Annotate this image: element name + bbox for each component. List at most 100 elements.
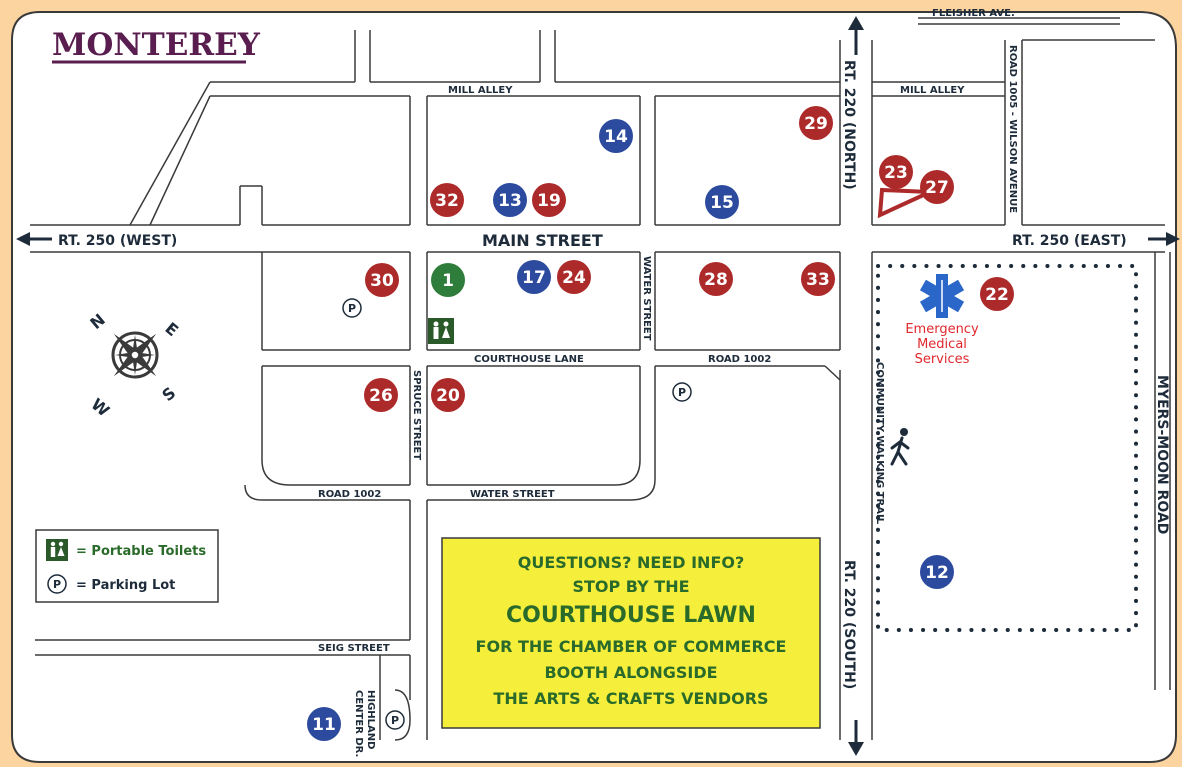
- legend-parking-icon: P: [47, 574, 67, 594]
- marker-label: 13: [498, 191, 522, 211]
- label-road-1002-top: ROAD 1002: [708, 354, 771, 365]
- markers-layer: 14 29 32 13 19 15 23 27 30 1 17 24 28 33 22 26 20 12 11: [307, 106, 1014, 741]
- marker-circle: [431, 378, 465, 412]
- location-marker-30[interactable]: 30: [365, 263, 399, 297]
- marker-label: 24: [562, 268, 586, 288]
- marker-circle: [599, 119, 633, 153]
- location-marker-28[interactable]: 28: [699, 262, 733, 296]
- rt220-north-arrow: [848, 16, 864, 55]
- location-marker-26[interactable]: 26: [364, 378, 398, 412]
- info-line-6: THE ARTS & CRAFTS VENDORS: [493, 689, 768, 708]
- legend-toilet-icon: [46, 539, 68, 561]
- info-line-5: BOOTH ALONGSIDE: [544, 663, 717, 682]
- info-line-1: QUESTIONS? NEED INFO?: [518, 553, 745, 572]
- location-marker-14[interactable]: 14: [599, 119, 633, 153]
- svg-text:P: P: [348, 302, 356, 315]
- marker-label: 17: [522, 268, 546, 288]
- legend-toilets-label: = Portable Toilets: [76, 544, 206, 559]
- svg-text:P: P: [391, 714, 399, 727]
- label-highland-1: HIGHLAND: [365, 690, 376, 749]
- map-frame: [11, 11, 1177, 763]
- map-title: MONTEREY: [52, 27, 261, 63]
- rt250-east-arrow: [1148, 232, 1180, 246]
- location-marker-19[interactable]: 19: [532, 183, 566, 217]
- rt220-south-arrow: [848, 720, 864, 756]
- label-myers-moon-road: MYERS-MOON ROAD: [1154, 375, 1170, 534]
- location-marker-29[interactable]: 29: [799, 106, 833, 140]
- ems-dotted-area: [876, 264, 1138, 632]
- label-road-1005: ROAD 1005 - WILSON AVENUE: [1007, 45, 1018, 213]
- rt250-west-arrow: [16, 232, 52, 246]
- marker-circle: [879, 155, 913, 189]
- label-seig-street: SEIG STREET: [318, 643, 390, 654]
- label-main-street: MAIN STREET: [482, 231, 603, 250]
- location-marker-32[interactable]: 32: [430, 183, 464, 217]
- ems-label-line2: Medical: [917, 337, 967, 352]
- label-community-walking-trail: COMMUNITY WALKING TRAIL: [874, 362, 885, 525]
- svg-text:P: P: [678, 386, 686, 399]
- label-courthouse-lane: COURTHOUSE LANE: [474, 354, 584, 365]
- marker-label: 33: [806, 270, 830, 290]
- marker-label: 29: [804, 114, 828, 134]
- label-highland-2: CENTER DR.: [353, 690, 364, 757]
- marker-label: 19: [537, 191, 561, 211]
- marker-circle: [920, 555, 954, 589]
- marker-label: 30: [370, 271, 394, 291]
- label-water-street-horizontal: WATER STREET: [470, 489, 555, 500]
- label-mill-alley-left: MILL ALLEY: [448, 85, 513, 96]
- marker-label: 26: [369, 386, 393, 406]
- marker-label: 28: [704, 270, 728, 290]
- label-rt250-east: RT. 250 (EAST): [1012, 233, 1127, 249]
- walking-person-icon: [890, 428, 910, 466]
- marker-circle: [307, 707, 341, 741]
- marker-label: 12: [925, 563, 949, 583]
- marker-circle: [430, 183, 464, 217]
- info-line-2: STOP BY THE: [572, 577, 689, 596]
- marker-label: 32: [435, 191, 459, 211]
- parking-lot-icon: P: [385, 710, 405, 730]
- marker-circle: [801, 262, 835, 296]
- parking-lot-icon: P: [672, 382, 692, 402]
- compass-rose-icon: [111, 331, 159, 379]
- marker-23-27-pointer: [877, 187, 931, 219]
- location-marker-17[interactable]: 17: [517, 260, 551, 294]
- location-marker-27[interactable]: 27: [920, 170, 954, 204]
- location-marker-23[interactable]: 23: [879, 155, 913, 189]
- marker-circle: [517, 260, 551, 294]
- marker-circle: [699, 262, 733, 296]
- label-spruce-street: SPRUCE STREET: [411, 370, 422, 460]
- svg-text:P: P: [53, 578, 61, 591]
- info-box: QUESTIONS? NEED INFO? STOP BY THE COURTH…: [441, 537, 821, 729]
- marker-circle: [920, 170, 954, 204]
- location-marker-33[interactable]: 33: [801, 262, 835, 296]
- location-marker-1[interactable]: 1: [431, 263, 465, 297]
- marker-circle: [431, 263, 465, 297]
- location-marker-15[interactable]: 15: [705, 185, 739, 219]
- label-rt220-north: RT. 220 (NORTH): [841, 60, 857, 190]
- location-marker-20[interactable]: 20: [431, 378, 465, 412]
- marker-circle: [532, 183, 566, 217]
- portable-toilet-icon: [428, 318, 454, 344]
- location-marker-13[interactable]: 13: [493, 183, 527, 217]
- marker-label: 27: [925, 178, 949, 198]
- marker-label: 1: [442, 271, 454, 291]
- marker-circle: [493, 183, 527, 217]
- marker-circle: [364, 378, 398, 412]
- marker-label: 11: [312, 715, 336, 735]
- ems-label-line1: Emergency: [905, 322, 979, 337]
- label-fleisher-ave: FLEISHER AVE.: [932, 8, 1015, 19]
- location-marker-12[interactable]: 12: [920, 555, 954, 589]
- label-water-street-vertical: WATER STREET: [641, 256, 652, 341]
- label-rt250-west: RT. 250 (WEST): [58, 233, 177, 249]
- marker-circle: [557, 260, 591, 294]
- location-marker-24[interactable]: 24: [557, 260, 591, 294]
- location-marker-22[interactable]: 22: [980, 277, 1014, 311]
- marker-circle: [705, 185, 739, 219]
- legend-parking-label: = Parking Lot: [76, 578, 175, 593]
- location-marker-11[interactable]: 11: [307, 707, 341, 741]
- label-road-1002-bottom: ROAD 1002: [318, 489, 381, 500]
- marker-label: 14: [604, 127, 628, 147]
- legend-box: = Portable Toilets P = Parking Lot: [35, 529, 219, 603]
